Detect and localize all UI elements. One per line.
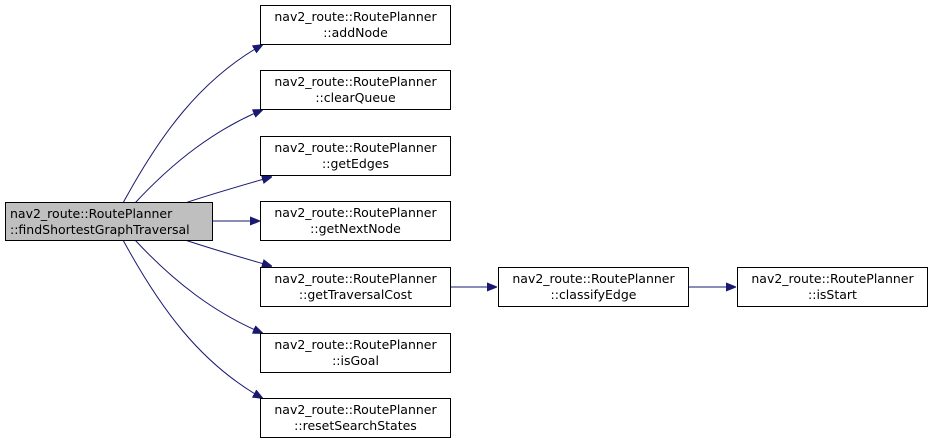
node-label-line2: ::getTraversalCost <box>298 287 413 302</box>
node-label-line2: ::classifyEdge <box>550 287 637 302</box>
node-getTraversalCost[interactable]: nav2_route::RoutePlanner ::getTraversalC… <box>260 267 451 307</box>
node-resetSearchStates[interactable]: nav2_route::RoutePlanner ::resetSearchSt… <box>260 398 451 438</box>
edge-root-to-resetSearchStates <box>122 239 262 398</box>
node-clearQueue[interactable]: nav2_route::RoutePlanner ::clearQueue <box>260 70 451 110</box>
node-label-line1: nav2_route::RoutePlanner <box>274 402 437 417</box>
node-label-line1: nav2_route::RoutePlanner <box>274 271 437 286</box>
node-addNode[interactable]: nav2_route::RoutePlanner ::addNode <box>260 5 451 45</box>
edge-root-to-isGoal <box>134 239 262 333</box>
edge-root-to-clearQueue <box>134 110 262 204</box>
node-getNextNode[interactable]: nav2_route::RoutePlanner ::getNextNode <box>260 201 451 241</box>
node-label-line2: ::findShortestGraphTraversal <box>10 221 190 237</box>
node-label-line1: nav2_route::RoutePlanner <box>274 9 437 24</box>
node-label-line1: nav2_route::RoutePlanner <box>274 337 437 352</box>
node-label-line1: nav2_route::RoutePlanner <box>751 271 914 286</box>
node-label-line1: nav2_route::RoutePlanner <box>10 205 173 221</box>
node-isGoal[interactable]: nav2_route::RoutePlanner ::isGoal <box>260 333 451 373</box>
node-isStart[interactable]: nav2_route::RoutePlanner ::isStart <box>737 267 928 307</box>
node-label-line2: ::clearQueue <box>315 90 396 105</box>
node-label-line2: ::isGoal <box>332 353 379 368</box>
node-label-line2: ::getNextNode <box>310 221 401 236</box>
edge-root-to-getEdges <box>184 177 271 204</box>
node-label-line1: nav2_route::RoutePlanner <box>274 74 437 89</box>
node-getEdges[interactable]: nav2_route::RoutePlanner ::getEdges <box>260 136 451 176</box>
edge-root-to-getTraversalCost <box>184 239 271 266</box>
node-label-line2: ::getEdges <box>322 156 389 171</box>
edge-root-to-addNode <box>122 45 262 204</box>
node-label-line1: nav2_route::RoutePlanner <box>274 140 437 155</box>
node-label-line2: ::addNode <box>323 25 388 40</box>
node-classifyEdge[interactable]: nav2_route::RoutePlanner ::classifyEdge <box>498 267 689 307</box>
node-label-line1: nav2_route::RoutePlanner <box>274 205 437 220</box>
node-findShortestGraphTraversal: nav2_route::RoutePlanner ::findShortestG… <box>5 202 213 241</box>
node-label-line2: ::resetSearchStates <box>294 418 417 433</box>
node-label-line1: nav2_route::RoutePlanner <box>512 271 675 286</box>
node-label-line2: ::isStart <box>808 287 857 302</box>
